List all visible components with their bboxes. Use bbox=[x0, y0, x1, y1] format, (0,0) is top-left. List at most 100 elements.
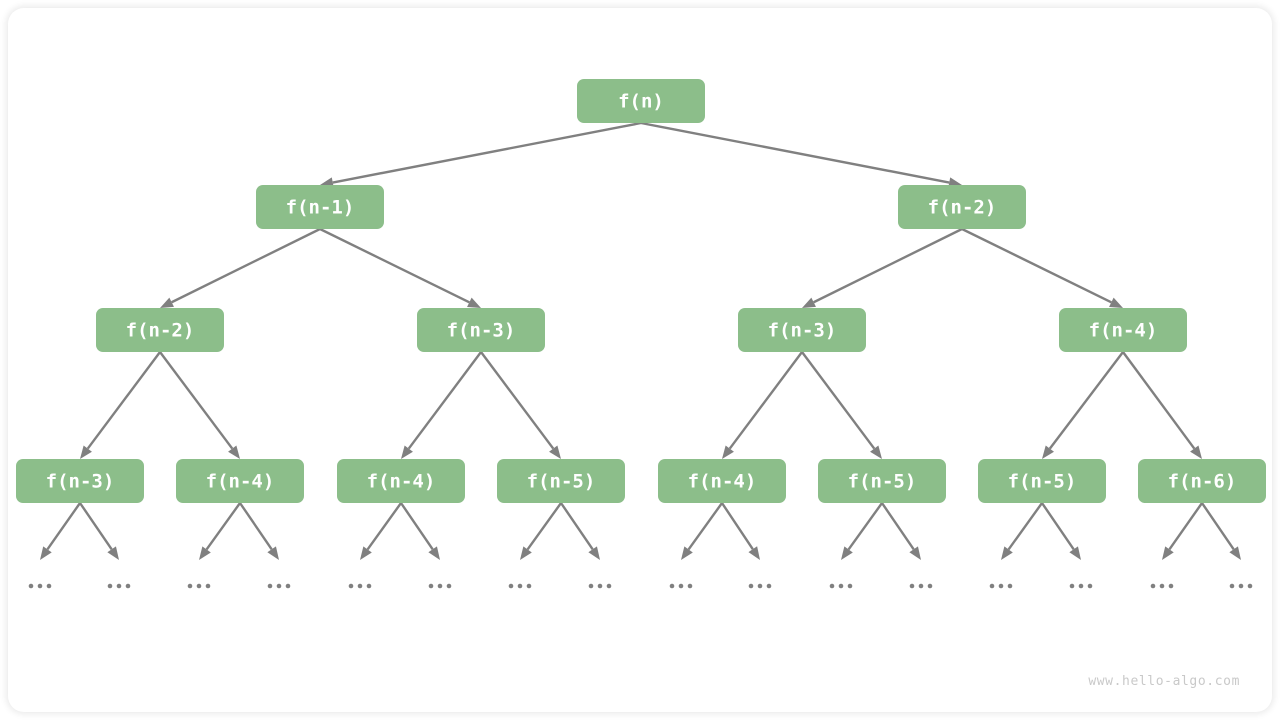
edge-n6-to-n13 bbox=[1042, 351, 1124, 459]
ellipsis-dot bbox=[1247, 583, 1253, 589]
ellipsis-5 bbox=[428, 583, 452, 589]
ellipsis-dot bbox=[588, 583, 594, 589]
tree-node-n11[interactable]: f(n-4) bbox=[658, 459, 786, 503]
edge-n2-to-n6 bbox=[961, 227, 1123, 308]
tree-node-n0[interactable]: f(n) bbox=[577, 79, 705, 123]
ellipsis-12 bbox=[989, 583, 1013, 589]
ellipsis-dot bbox=[998, 583, 1004, 589]
ellipsis-11 bbox=[909, 583, 933, 589]
ellipsis-14 bbox=[1150, 583, 1174, 589]
node-label: f(n-4) bbox=[688, 471, 757, 493]
node-label: f(n-3) bbox=[768, 320, 837, 342]
ellipsis-6 bbox=[508, 583, 532, 589]
watermark: www.hello-algo.com bbox=[1088, 674, 1240, 689]
ellipsis-dot bbox=[187, 583, 193, 589]
node-label: f(n-5) bbox=[527, 471, 596, 493]
tree-node-n5[interactable]: f(n-3) bbox=[738, 308, 866, 352]
ellipsis-8 bbox=[669, 583, 693, 589]
tree-node-n13[interactable]: f(n-5) bbox=[978, 459, 1106, 503]
ellipsis-dot bbox=[285, 583, 291, 589]
edge-n2-to-n5 bbox=[802, 227, 963, 308]
node-box bbox=[818, 459, 946, 503]
edge-layer bbox=[80, 121, 1202, 459]
ellipsis-dot bbox=[847, 583, 853, 589]
ellipsis-15 bbox=[1229, 583, 1253, 589]
node-label: f(n-2) bbox=[928, 197, 997, 219]
ellipsis-dot bbox=[526, 583, 532, 589]
node-label: f(n-4) bbox=[1089, 320, 1158, 342]
tree-node-n6[interactable]: f(n-4) bbox=[1059, 308, 1187, 352]
edge-n3-to-n8 bbox=[159, 351, 240, 459]
ellipsis-dot bbox=[205, 583, 211, 589]
ellipsis-dot bbox=[37, 583, 43, 589]
node-box bbox=[577, 79, 705, 123]
ellipsis-dot bbox=[1159, 583, 1165, 589]
ellipsis-edge-3 bbox=[239, 502, 279, 560]
ellipsis-dot bbox=[446, 583, 452, 589]
edge-n5-to-n12 bbox=[801, 351, 882, 459]
recursion-tree-canvas: f(n) f(n-1) f(n-2) f(n-2) f(n-3) f(n-3) f(n-4)… bbox=[16, 79, 1266, 689]
ellipsis-edge-13 bbox=[1041, 502, 1081, 560]
ellipsis-0 bbox=[28, 583, 52, 589]
tree-node-n7[interactable]: f(n-3) bbox=[16, 459, 144, 503]
ellipsis-dot bbox=[357, 583, 363, 589]
edge-n1-to-n4 bbox=[319, 227, 481, 308]
ellipsis-edge-layer bbox=[40, 502, 1241, 560]
ellipsis-dot bbox=[927, 583, 933, 589]
ellipsis-dot bbox=[829, 583, 835, 589]
ellipsis-dot bbox=[678, 583, 684, 589]
tree-node-n4[interactable]: f(n-3) bbox=[417, 308, 545, 352]
ellipsis-dot bbox=[437, 583, 443, 589]
tree-node-n8[interactable]: f(n-4) bbox=[176, 459, 304, 503]
edge-n0-to-n2 bbox=[640, 121, 962, 188]
edge-n3-to-n7 bbox=[80, 351, 161, 459]
node-box bbox=[1059, 308, 1187, 352]
node-box bbox=[898, 185, 1026, 229]
ellipsis-edge-10 bbox=[841, 502, 883, 560]
tree-node-n2[interactable]: f(n-2) bbox=[898, 185, 1026, 229]
edge-n4-to-n10 bbox=[480, 351, 561, 459]
node-label: f(n-5) bbox=[848, 471, 917, 493]
ellipsis-dot bbox=[366, 583, 372, 589]
tree-node-n3[interactable]: f(n-2) bbox=[96, 308, 224, 352]
ellipsis-dot bbox=[1168, 583, 1174, 589]
node-label: f(n-2) bbox=[126, 320, 195, 342]
ellipsis-dot bbox=[517, 583, 523, 589]
edge-n6-to-n14 bbox=[1122, 351, 1202, 459]
ellipsis-dot bbox=[1087, 583, 1093, 589]
ellipsis-dot bbox=[276, 583, 282, 589]
node-label: f(n-4) bbox=[206, 471, 275, 493]
node-label: f(n-3) bbox=[447, 320, 516, 342]
ellipsis-dot bbox=[687, 583, 693, 589]
ellipsis-dot bbox=[196, 583, 202, 589]
ellipsis-dot bbox=[918, 583, 924, 589]
node-box bbox=[738, 308, 866, 352]
node-box bbox=[1138, 459, 1266, 503]
ellipsis-edge-5 bbox=[400, 502, 440, 560]
node-label: f(n-5) bbox=[1008, 471, 1077, 493]
ellipsis-2 bbox=[187, 583, 211, 589]
ellipsis-dot bbox=[1229, 583, 1235, 589]
tree-node-n10[interactable]: f(n-5) bbox=[497, 459, 625, 503]
ellipsis-dot bbox=[669, 583, 675, 589]
ellipsis-dot bbox=[508, 583, 514, 589]
tree-node-n12[interactable]: f(n-5) bbox=[818, 459, 946, 503]
ellipsis-dot bbox=[107, 583, 113, 589]
tree-node-n9[interactable]: f(n-4) bbox=[337, 459, 465, 503]
node-box bbox=[497, 459, 625, 503]
ellipsis-dot bbox=[116, 583, 122, 589]
node-label: f(n-4) bbox=[367, 471, 436, 493]
tree-node-n1[interactable]: f(n-1) bbox=[256, 185, 384, 229]
tree-node-n14[interactable]: f(n-6) bbox=[1138, 459, 1266, 503]
diagram-card: f(n) f(n-1) f(n-2) f(n-2) f(n-3) f(n-3) f(n-4)… bbox=[8, 8, 1272, 712]
ellipsis-edge-14 bbox=[1162, 502, 1203, 560]
edge-n1-to-n3 bbox=[160, 227, 321, 308]
ellipsis-edge-1 bbox=[79, 502, 119, 560]
node-box bbox=[256, 185, 384, 229]
ellipsis-dot bbox=[606, 583, 612, 589]
ellipsis-dot bbox=[989, 583, 995, 589]
ellipsis-dot bbox=[748, 583, 754, 589]
ellipsis-7 bbox=[588, 583, 612, 589]
ellipsis-dot bbox=[46, 583, 52, 589]
ellipsis-dot bbox=[125, 583, 131, 589]
